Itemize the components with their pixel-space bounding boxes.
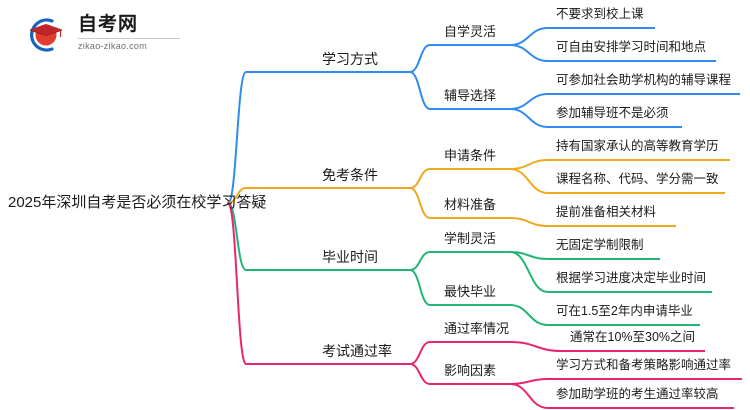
- logo-url: zikao-zikao.com: [78, 41, 148, 51]
- subbranch-label-3-2[interactable]: 最快毕业: [444, 284, 497, 299]
- leaf-label-4-2-2[interactable]: 参加助学班的考生通过率较高: [556, 387, 719, 401]
- branch-label-1[interactable]: 学习方式: [322, 51, 378, 67]
- leaf-label-1-2-1[interactable]: 可参加社会助学机构的辅导课程: [556, 73, 732, 87]
- leaf-connector-3-2-1: [509, 304, 549, 326]
- leaf-label-2-1-2[interactable]: 课程名称、代码、学分需一致: [556, 172, 719, 186]
- logo-text-block: 自考网 zikao-zikao.com: [78, 14, 182, 52]
- logo-name: 自考网: [78, 14, 139, 35]
- leaf-label-3-2-1[interactable]: 可在1.5至2年内申请毕业: [556, 304, 693, 318]
- site-logo[interactable]: 自考网 zikao-zikao.com: [22, 12, 182, 58]
- subbranch-label-4-1[interactable]: 通过率情况: [444, 321, 510, 336]
- branch-connector-3: [227, 202, 247, 271]
- subbranch-connector-2-1: [409, 168, 431, 189]
- leaf-connector-4-1-1: [509, 341, 563, 352]
- subbranch-label-2-2[interactable]: 材料准备: [444, 197, 497, 212]
- leaf-label-3-1-2[interactable]: 根据学习进度决定毕业时间: [556, 271, 707, 285]
- leaf-label-1-1-2[interactable]: 可自由安排学习时间和地点: [556, 40, 707, 54]
- branch-connector-2: [227, 187, 247, 204]
- branch-label-2[interactable]: 免考条件: [322, 167, 378, 183]
- leaf-connector-2-1-1: [509, 159, 549, 170]
- root-label[interactable]: 2025年深圳自考是否必须在校学习答疑: [8, 194, 267, 211]
- leaf-connector-1-1-1: [509, 27, 549, 46]
- subbranch-connector-2-2: [409, 187, 431, 219]
- branch-label-4[interactable]: 考试通过率: [322, 343, 392, 359]
- subbranch-label-2-1[interactable]: 申请条件: [444, 148, 497, 163]
- subbranch-connector-3-2: [409, 269, 431, 306]
- logo-divider: [78, 38, 180, 39]
- leaf-label-1-2-2[interactable]: 参加辅导班不是必须: [556, 106, 669, 120]
- subbranch-label-1-2[interactable]: 辅导选择: [444, 88, 497, 103]
- leaf-connector-2-1-2: [509, 168, 549, 194]
- subbranch-connector-4-1: [409, 341, 431, 365]
- leaf-label-2-1-1[interactable]: 持有国家承认的高等教育学历: [556, 139, 719, 153]
- graduation-cap-icon: [22, 14, 66, 56]
- branch-connector-1: [227, 71, 247, 204]
- leaf-connector-1-2-1: [509, 93, 549, 110]
- subbranch-label-1-1[interactable]: 自学灵活: [444, 24, 497, 39]
- subbranch-label-3-1[interactable]: 学制灵活: [444, 231, 497, 246]
- branch-label-3[interactable]: 毕业时间: [322, 249, 378, 265]
- leaf-connector-3-1-2: [509, 251, 549, 293]
- subbranch-label-4-2[interactable]: 影响因素: [444, 363, 497, 378]
- leaf-connector-1-2-2: [509, 108, 549, 128]
- branch-connector-4: [227, 202, 247, 365]
- leaf-connector-1-1-2: [509, 44, 549, 62]
- subbranch-connector-1-1: [409, 44, 431, 73]
- subbranch-connector-3-1: [409, 251, 431, 271]
- subbranch-connector-4-2: [409, 363, 431, 385]
- subbranch-connector-1-2: [409, 71, 431, 110]
- leaf-label-4-2-1[interactable]: 学习方式和备考策略影响通过率: [556, 358, 732, 372]
- leaf-label-2-2-1[interactable]: 提前准备相关材料: [556, 205, 657, 219]
- leaf-connector-2-2-1: [509, 217, 549, 227]
- leaf-connector-4-2-2: [509, 383, 549, 409]
- leaf-connector-4-2-1: [509, 378, 549, 385]
- leaf-label-3-1-1[interactable]: 无固定学制限制: [556, 238, 644, 252]
- leaf-label-4-1-1[interactable]: 通常在10%至30%之间: [570, 330, 696, 344]
- leaf-label-1-1-1[interactable]: 不要求到校上课: [556, 7, 644, 21]
